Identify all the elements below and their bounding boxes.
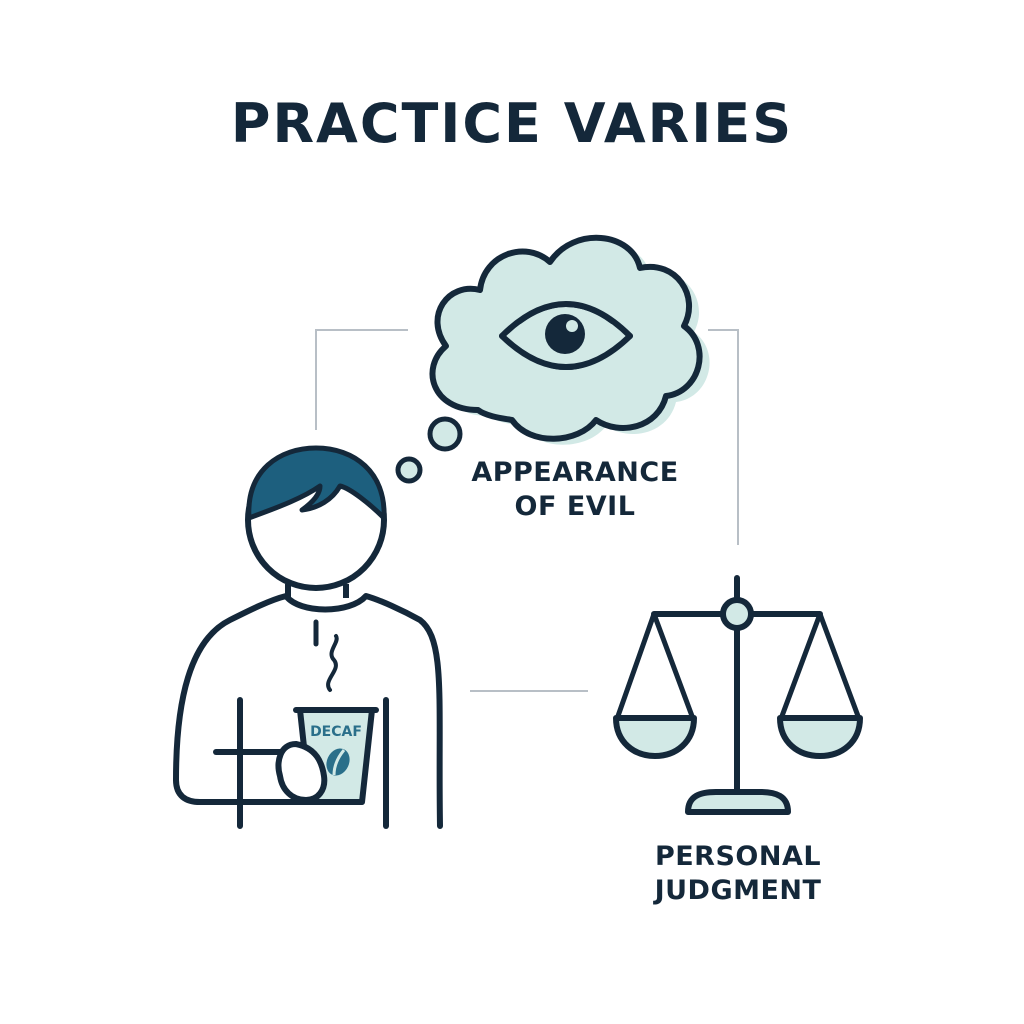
connector-lines [315, 329, 739, 692]
coffee-bean-icon [326, 748, 350, 776]
thought-label-line2: OF EVIL [514, 491, 636, 522]
person-hair [246, 445, 387, 521]
person-hand [275, 741, 328, 803]
scale-right-pan [777, 715, 863, 759]
thought-bubble-small [395, 456, 423, 484]
connector-person-to-cloud [315, 329, 408, 430]
thought-cloud-icon [395, 235, 710, 484]
page-title: PRACTICE VARIES [230, 92, 794, 155]
eye-icon [499, 301, 633, 370]
scale-left-strings [615, 611, 695, 719]
thought-bubble-large [427, 416, 463, 452]
cup-label: DECAF [310, 724, 362, 740]
scale-label-line2: JUDGMENT [654, 875, 822, 906]
connector-cloud-to-scale [708, 329, 739, 545]
scale-left-pan [613, 715, 697, 759]
scale-pivot [720, 597, 754, 631]
scale-right-strings [779, 611, 861, 719]
scale-base [685, 789, 791, 815]
coffee-cup-icon: DECAF [275, 634, 379, 805]
scale-label-line1: PERSONAL [654, 841, 822, 872]
balance-scale-icon [613, 575, 863, 815]
thought-label: APPEARANCE OF EVIL [440, 456, 710, 524]
person-neck [285, 584, 349, 598]
thought-label-line1: APPEARANCE [471, 457, 679, 488]
person-icon [173, 445, 443, 829]
person-left-side [173, 777, 313, 805]
steam-icon [326, 634, 339, 692]
scale-label: PERSONAL JUDGMENT [600, 840, 876, 908]
